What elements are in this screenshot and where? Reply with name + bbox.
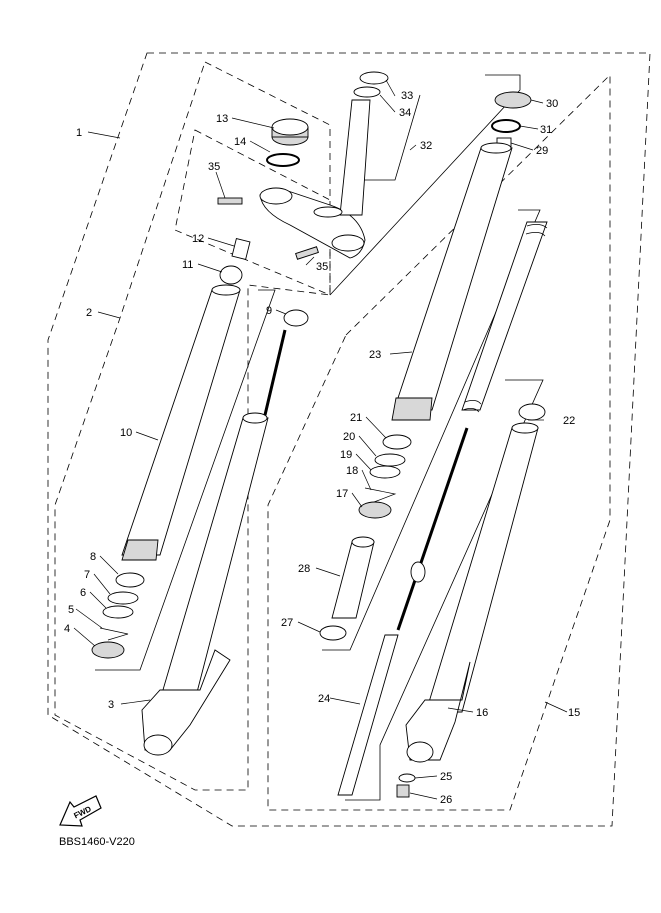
damper-bracket-right [322,209,541,651]
callout-27: 27 [281,617,293,629]
callout-33: 33 [401,90,413,102]
under-bracket-clamp-left [259,187,293,205]
callout-2: 2 [86,307,92,319]
damper-bracket-left [95,289,276,671]
part-26-bolt [396,784,410,798]
callout-12: 12 [192,233,204,245]
callout-13: 13 [216,113,228,125]
callout-31: 31 [540,124,552,136]
callout-7: 7 [84,569,90,581]
damper-rod-right [396,427,469,631]
part-27-oil-lock-piece [319,625,347,641]
callout-24: 24 [318,693,330,705]
damper-rod-right-piston [410,561,426,583]
callout-21: 21 [350,412,362,424]
part-14-o-ring [266,153,300,167]
callout-10: 10 [120,427,132,439]
callout-4: 4 [64,623,70,635]
part-10-inner-tube-bottom [121,539,159,561]
callout-35-left: 35 [208,161,220,173]
callout-5: 5 [68,604,74,616]
callout-35-right: 35 [316,261,328,273]
part-21-oil-seal [382,434,412,450]
part-32-steering-stem [339,99,371,216]
part-8-oil-seal [115,572,145,588]
under-bracket-clamp-right [331,234,365,252]
callout-16: 16 [476,707,488,719]
assembly-outline-2 [54,61,331,791]
callout-34: 34 [399,107,411,119]
assembly-outline-15 [267,74,611,811]
fork-spring-coils-bottom [462,400,482,413]
part-24-damper-cylinder [337,634,399,796]
part-13-cap-bolt-top [271,118,309,136]
part-16-axle-bracket [405,661,471,761]
callout-11: 11 [182,259,193,271]
part-25-washer [398,773,416,783]
leader-lines [73,79,568,800]
part-28-cylinder [331,541,375,619]
fwd-arrow-icon: FWD [59,795,102,827]
part-16-outer-tube-top [511,422,539,434]
part-10-inner-tube-top [211,284,241,296]
callout-26: 26 [440,794,452,806]
bracket-subgroup-outline [174,129,331,296]
part-33-stem-nut [359,71,389,85]
callout-28: 28 [298,563,310,575]
part-35-bolt-right [295,246,319,260]
callout-20: 20 [343,431,355,443]
assembly-outline-1 [47,52,651,827]
part-3-axle-boss [143,734,173,756]
part-28-cylinder-top [351,536,375,548]
callout-29: 29 [536,145,548,157]
part-12-collar [231,238,251,260]
callout-23: 23 [369,349,381,361]
part-7-washer [107,591,139,605]
callout-3: 3 [108,699,114,711]
part-19-seal [369,465,401,479]
part-3-outer-tube-top [242,412,268,424]
callout-6: 6 [80,587,86,599]
callout-18: 18 [346,465,358,477]
outer-tube-bracket-right [345,379,544,801]
diagram-code: BBS1460-V220 [59,836,135,848]
part-34-washer [353,86,381,98]
fork-spring [461,221,548,411]
part-22-slide-bushing [518,403,546,421]
part-3-axle-bracket [141,649,231,751]
part-5-clip [99,627,129,641]
part-35-bolt-left [217,197,243,205]
callout-25: 25 [440,771,452,783]
part-16-outer-tube [425,427,539,713]
callout-8: 8 [90,551,96,563]
fork-spring-coils-top [525,224,548,237]
part-30-cap-bolt [494,91,532,109]
callout-14: 14 [234,136,246,148]
callout-30: 30 [546,98,558,110]
part-16-axle-boss [406,741,434,763]
callout-22: 22 [563,415,575,427]
part-23-inner-tube-top [480,142,512,154]
callout-1: 1 [76,127,82,139]
part-6-seal [102,605,134,619]
under-bracket-base [313,206,343,218]
callout-19: 19 [340,449,352,461]
upper-cap-bracket [329,74,521,296]
callout-17: 17 [336,488,348,500]
part-18-clip [364,487,397,503]
part-9-slide-bushing [283,309,309,327]
damper-rod-left [263,329,287,416]
part-23-inner-tube-bottom [391,397,433,421]
part-31-o-ring [491,119,521,133]
part-11-bushing [219,265,243,285]
part-17-dust-seal [358,501,392,519]
callout-9: 9 [266,305,272,317]
part-20-washer [374,453,406,467]
callout-32: 32 [420,140,432,152]
callout-15: 15 [568,707,580,719]
part-4-dust-seal [91,641,125,659]
